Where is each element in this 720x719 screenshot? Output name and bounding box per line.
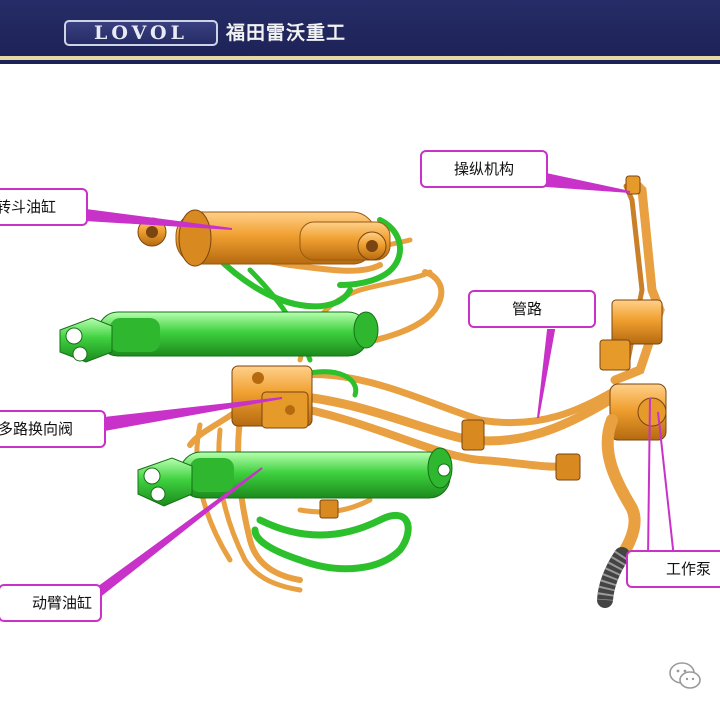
pipe-fittings	[319, 419, 581, 519]
header-accent-line	[0, 56, 720, 60]
upper-boom-cylinder	[59, 311, 379, 363]
lower-boom-cylinder	[137, 447, 453, 507]
callout-leaders	[85, 172, 675, 599]
lovol-logo: LOVOL	[64, 20, 218, 46]
work-pump-callout: 工作泵	[626, 550, 720, 588]
company-name: 福田雷沃重工	[226, 22, 347, 44]
suction-hose	[597, 547, 630, 608]
control-mechanism-callout: 操纵机构	[420, 150, 548, 188]
header-bar: LOVOL 福田雷沃重工	[0, 0, 720, 64]
boom-cylinder-callout: 动臂油缸	[0, 584, 102, 622]
control-mechanism	[599, 175, 665, 385]
logo-text: LOVOL	[94, 22, 188, 44]
pipeline-callout: 管路	[468, 290, 596, 328]
multiway-valve-block	[231, 365, 313, 429]
wechat-logo-icon	[669, 662, 701, 689]
bucket-cylinder	[137, 209, 391, 267]
multiway-valve-callout: 多路换向阀	[0, 410, 106, 448]
bucket-cylinder-callout: 转斗油缸	[0, 188, 88, 226]
work-pump	[601, 383, 667, 561]
